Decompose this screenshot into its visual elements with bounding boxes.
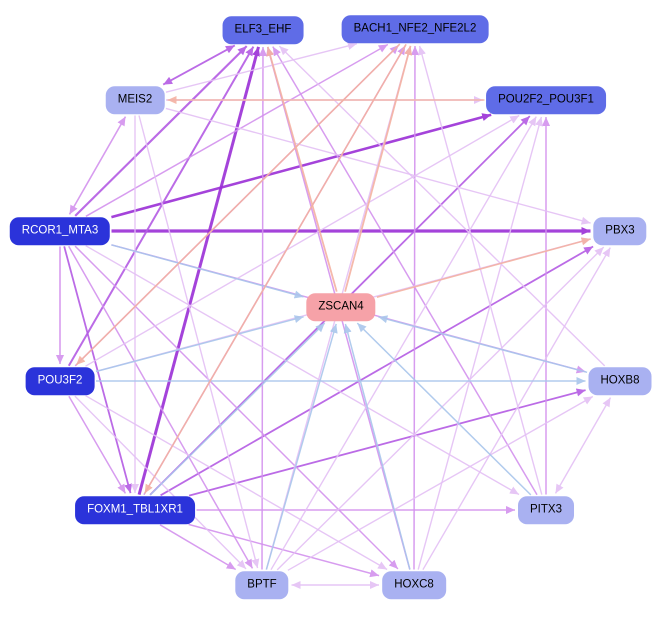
edge-pou3f2-to-foxm1_tbl1xr1 xyxy=(68,395,127,494)
edge-pou3f2-to-zscan4 xyxy=(95,315,304,373)
edge-hoxc8-to-pbx3 xyxy=(422,247,611,571)
node-bach1-nfe2-nfe2l2[interactable]: BACH1_NFE2_NFE2L2 xyxy=(341,15,489,43)
edge-rcor1_mta3-to-hoxc8 xyxy=(74,245,399,570)
edge-rcor1_mta3-to-foxm1_tbl1xr1 xyxy=(63,246,133,494)
edge-hoxc8-to-zscan4 xyxy=(343,323,411,570)
edge-foxm1_tbl1xr1-to-elf3_ehf xyxy=(137,46,261,495)
node-bptf[interactable]: BPTF xyxy=(235,571,289,599)
node-elf3-ehf[interactable]: ELF3_EHF xyxy=(222,16,304,44)
edge-meis2-to-bach1_nfe2_nfe2l2 xyxy=(165,41,358,93)
node-hoxc8[interactable]: HOXC8 xyxy=(382,571,446,599)
node-pou3f2[interactable]: POU3F2 xyxy=(25,367,95,395)
edge-pitx3-to-elf3_ehf xyxy=(272,46,538,496)
edge-meis2-to-elf3_ehf xyxy=(162,44,236,86)
edge-zscan4-to-pbx3 xyxy=(376,237,591,298)
edge-bptf-to-zscan4 xyxy=(265,323,338,570)
edge-bptf-to-pbx3 xyxy=(276,246,605,571)
edge-hoxb8-to-zscan4 xyxy=(378,315,588,374)
edge-rcor1_mta3-to-bptf xyxy=(68,245,254,569)
edge-hoxc8-to-bach1_nfe2_nfe2l2 xyxy=(410,45,420,570)
node-hoxb8[interactable]: HOXB8 xyxy=(588,367,652,395)
edge-foxm1_tbl1xr1-to-bptf xyxy=(159,524,237,571)
edge-foxm1_tbl1xr1-to-hoxb8 xyxy=(188,388,586,497)
edge-rcor1_mta3-to-meis2 xyxy=(68,116,127,215)
edge-bach1_nfe2_nfe2l2-to-foxm1_tbl1xr1 xyxy=(144,43,407,494)
node-pitx3[interactable]: PITX3 xyxy=(518,496,574,524)
edge-bptf-to-pou2f2_pou3f1 xyxy=(270,116,537,571)
edge-pou3f2-to-hoxc8 xyxy=(85,395,388,571)
edge-foxm1_tbl1xr1-to-pbx3 xyxy=(160,245,594,497)
edge-bptf-to-elf3_ehf xyxy=(258,46,268,570)
node-meis2[interactable]: MEIS2 xyxy=(105,86,165,114)
node-pou2f2-pou3f1[interactable]: POU2F2_POU3F1 xyxy=(486,86,606,114)
edge-pitx3-to-bach1_nfe2_nfe2l2 xyxy=(418,45,543,495)
edge-pou3f2-to-pou2f2_pou3f1 xyxy=(85,114,520,367)
edge-rcor1_mta3-to-pitx3 xyxy=(85,245,520,496)
edge-bptf-to-hoxb8 xyxy=(287,395,594,571)
node-pbx3[interactable]: PBX3 xyxy=(593,217,647,245)
edge-pitx3-to-zscan4 xyxy=(356,322,532,496)
edge-rcor1_mta3-to-zscan4 xyxy=(111,244,304,299)
edge-meis2-to-bptf xyxy=(138,115,260,569)
edge-zscan4-to-bach1_nfe2_nfe2l2 xyxy=(344,45,413,292)
node-foxm1-tbl1xr1[interactable]: FOXM1_TBL1XR1 xyxy=(75,496,195,524)
edge-bach1_nfe2_nfe2l2-to-pou3f2 xyxy=(75,43,401,366)
edge-pou3f2-to-bptf xyxy=(74,395,247,570)
node-zscan4[interactable]: ZSCAN4 xyxy=(306,293,376,321)
edge-pitx3-to-hoxb8 xyxy=(554,397,612,494)
node-rcor1-mta3[interactable]: RCOR1_MTA3 xyxy=(9,217,111,245)
edge-foxm1_tbl1xr1-to-hoxc8 xyxy=(188,523,380,578)
edge-foxm1_tbl1xr1-to-zscan4 xyxy=(149,322,326,496)
edge-rcor1_mta3-to-bach1_nfe2_nfe2l2 xyxy=(85,43,389,217)
edge-zscan4-to-elf3_ehf xyxy=(266,46,338,292)
